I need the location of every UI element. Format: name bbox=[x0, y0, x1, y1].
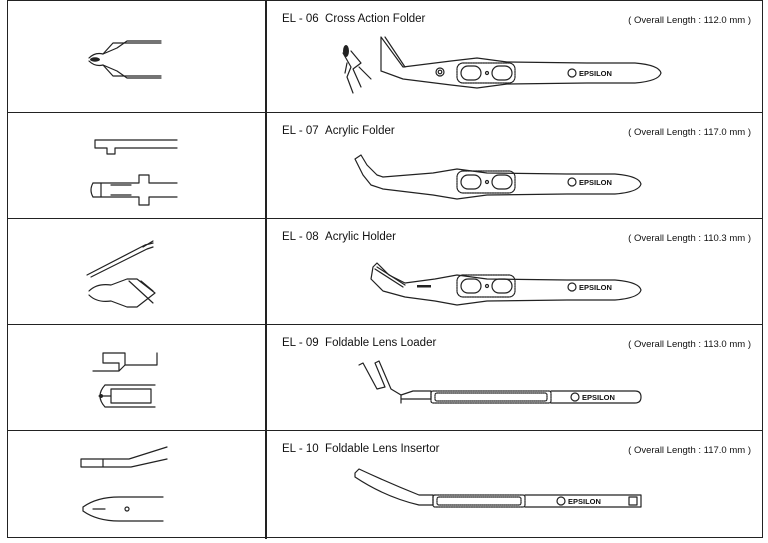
instrument-row-el-07: EL - 07 Acrylic Folder ( Overall Length … bbox=[7, 112, 763, 219]
instrument-code: EL - 09 bbox=[282, 337, 319, 349]
overall-length: ( Overall Length : 110.3 mm ) bbox=[628, 233, 751, 244]
tip-detail-cell bbox=[7, 431, 258, 538]
catalog-frame bbox=[7, 0, 763, 538]
tip-detail-cell bbox=[7, 219, 258, 324]
instrument-code: EL - 10 bbox=[282, 443, 319, 455]
overall-length: ( Overall Length : 117.0 mm ) bbox=[628, 127, 751, 138]
instrument-drawing-cell: EL - 06 Cross Action Folder ( Overall Le… bbox=[259, 1, 763, 112]
brand-label: EPSILON bbox=[579, 283, 612, 292]
instrument-drawing-cell: EL - 09 Foldable Lens Loader ( Overall L… bbox=[259, 325, 763, 430]
instrument-drawing-cell: EL - 10 Foldable Lens Insertor ( Overall… bbox=[259, 431, 763, 538]
instrument-name: Foldable Lens Loader bbox=[325, 337, 437, 349]
instrument-name: Foldable Lens Insertor bbox=[325, 443, 440, 455]
instrument-title: EL - 06 Cross Action Folder bbox=[282, 13, 425, 25]
brand-label: EPSILON bbox=[582, 393, 615, 402]
brand-label: EPSILON bbox=[579, 69, 612, 78]
instrument-drawing-cell: EL - 08 Acrylic Holder ( Overall Length … bbox=[259, 219, 763, 324]
acrylic-holder-drawing: EPSILON bbox=[370, 262, 642, 306]
tip-detail-cell bbox=[7, 113, 258, 218]
instrument-row-el-08: EL - 08 Acrylic Holder ( Overall Length … bbox=[7, 218, 763, 325]
instrument-name: Acrylic Folder bbox=[325, 125, 395, 137]
instrument-row-el-09: EL - 09 Foldable Lens Loader ( Overall L… bbox=[7, 324, 763, 431]
overall-length: ( Overall Length : 113.0 mm ) bbox=[628, 339, 751, 350]
instrument-title: EL - 08 Acrylic Holder bbox=[282, 231, 396, 243]
lens-loader-tip-drawing bbox=[92, 352, 158, 408]
brand-label: EPSILON bbox=[579, 178, 612, 187]
acrylic-folder-drawing: EPSILON bbox=[354, 154, 642, 200]
cross-action-folder-drawing: EPSILON bbox=[342, 36, 662, 94]
overall-length: ( Overall Length : 117.0 mm ) bbox=[628, 445, 751, 456]
instrument-code: EL - 07 bbox=[282, 125, 319, 137]
lens-loader-drawing: EPSILON bbox=[358, 360, 642, 404]
instrument-row-el-06: EL - 06 Cross Action Folder ( Overall Le… bbox=[7, 1, 763, 112]
instrument-name: Acrylic Holder bbox=[325, 231, 396, 243]
overall-length: ( Overall Length : 112.0 mm ) bbox=[628, 15, 751, 26]
acrylic-holder-tip-drawing bbox=[86, 240, 156, 308]
instrument-row-el-10: EL - 10 Foldable Lens Insertor ( Overall… bbox=[7, 430, 763, 539]
acrylic-folder-tip-drawing bbox=[90, 139, 178, 206]
lens-insertor-tip-drawing bbox=[80, 446, 168, 522]
instrument-title: EL - 09 Foldable Lens Loader bbox=[282, 337, 436, 349]
instrument-title: EL - 10 Foldable Lens Insertor bbox=[282, 443, 439, 455]
instrument-drawing-cell: EL - 07 Acrylic Folder ( Overall Length … bbox=[259, 113, 763, 218]
instrument-code: EL - 08 bbox=[282, 231, 319, 243]
brand-label: EPSILON bbox=[568, 497, 601, 506]
tip-detail-cell bbox=[7, 325, 258, 430]
lens-insertor-drawing: EPSILON bbox=[354, 468, 642, 508]
instrument-title: EL - 07 Acrylic Folder bbox=[282, 125, 395, 137]
instrument-name: Cross Action Folder bbox=[325, 13, 426, 25]
instrument-code: EL - 06 bbox=[282, 13, 319, 25]
cross-action-tip-drawing bbox=[88, 40, 162, 79]
tip-detail-cell bbox=[7, 1, 258, 112]
